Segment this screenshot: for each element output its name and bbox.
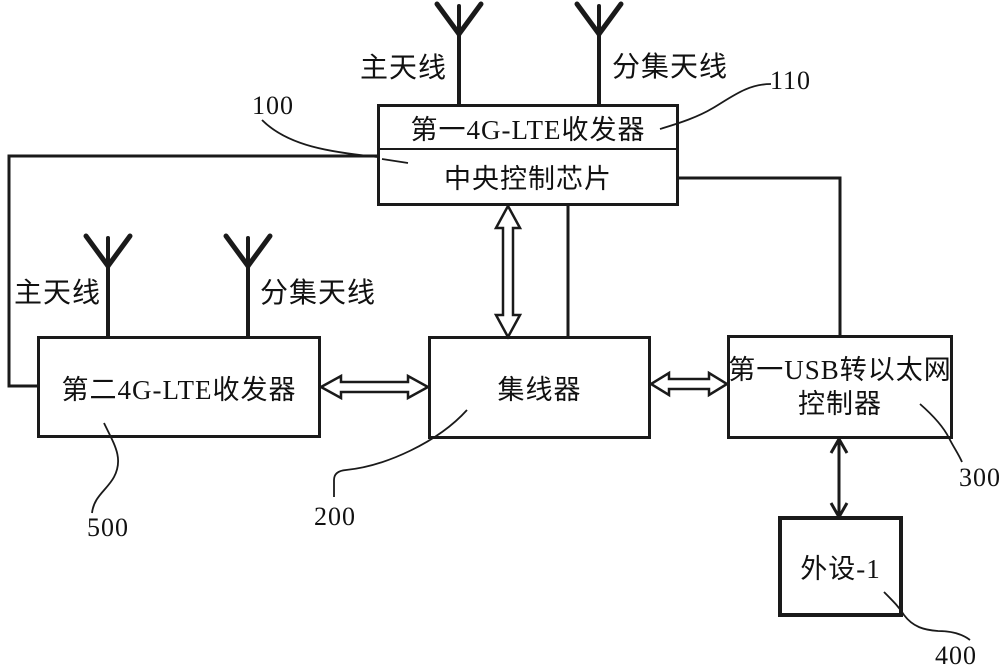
ref-number-110: 110 [770, 66, 812, 95]
ref-number-300: 300 [959, 463, 1000, 492]
left-connector-line [7, 154, 378, 388]
peripheral-box: 外设-1 [778, 516, 903, 617]
ref-number-200: 200 [314, 502, 356, 531]
leader-line-500 [91, 422, 119, 514]
antenna-icon-top-main [434, 1, 484, 107]
ref-number-400: 400 [935, 641, 977, 669]
hub-box: 集线器 [428, 336, 651, 439]
ref-number-500: 500 [87, 513, 129, 542]
transceiver1-section: 第一4G-LTE收发器 [380, 107, 676, 150]
transceiver1-chip-box: 第一4G-LTE收发器 中央控制芯片 [377, 104, 679, 206]
antenna-icon-left-main [83, 233, 133, 339]
transceiver1-label: 第一4G-LTE收发器 [410, 115, 646, 145]
leader-line-100 [261, 119, 409, 164]
hub-usb-double-arrow-icon [648, 370, 730, 398]
usb-ethernet-label-line1: 第一USB转以太网 [728, 355, 952, 385]
peripheral-label: 外设-1 [800, 554, 881, 584]
control-chip-section: 中央控制芯片 [380, 150, 676, 203]
top-diversity-antenna-label: 分集天线 [612, 52, 729, 83]
chip-hub-double-arrow-icon [493, 203, 523, 340]
transceiver2-box: 第二4G-LTE收发器 [37, 336, 321, 438]
left-main-antenna-label: 主天线 [14, 278, 102, 309]
antenna-icon-left-diversity [223, 233, 273, 339]
transceiver2-label: 第二4G-LTE收发器 [61, 374, 297, 405]
control-chip-label: 中央控制芯片 [444, 164, 612, 194]
leader-line-200 [333, 409, 468, 497]
leader-line-400 [883, 591, 971, 641]
ref-number-100: 100 [252, 91, 294, 120]
left-diversity-antenna-label: 分集天线 [260, 278, 377, 309]
usb-peripheral-double-arrow-icon [829, 435, 849, 521]
usb-ethernet-label-line2: 控制器 [798, 389, 882, 419]
antenna-icon-top-diversity [574, 1, 624, 107]
usb-ethernet-box: 第一USB转以太网 控制器 [727, 335, 953, 439]
top-main-antenna-label: 主天线 [360, 53, 448, 84]
hub-label: 集线器 [497, 375, 582, 405]
transceiver2-hub-double-arrow-icon [318, 373, 431, 401]
right-connector-line [678, 176, 842, 336]
